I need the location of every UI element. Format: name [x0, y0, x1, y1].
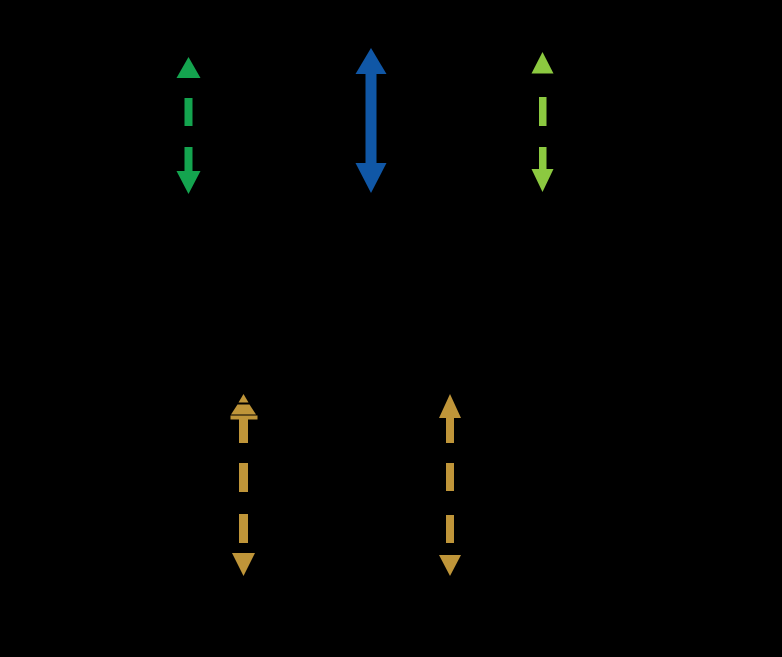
- gold-dashed-double-arrow-right-icon-triangle_up: [439, 394, 461, 418]
- dark-green-dashed-double-arrow-icon-rect: [184, 98, 193, 126]
- light-green-dashed-double-arrow-icon-rect: [539, 147, 547, 169]
- gold-dashed-double-arrow-right-icon-rect: [446, 463, 454, 491]
- gold-dashed-double-arrow-left-icon-trapezoid: [231, 404, 256, 415]
- gold-dashed-double-arrow-left-icon-rect: [239, 419, 248, 443]
- blue-solid-double-arrow-icon-rect: [365, 74, 377, 163]
- dark-green-dashed-double-arrow-icon-triangle_down: [176, 171, 201, 194]
- gold-dashed-double-arrow-left-icon: [230, 394, 258, 576]
- blue-solid-double-arrow-icon-triangle_up: [355, 48, 387, 74]
- dark-green-dashed-double-arrow-icon-triangle_up: [176, 57, 201, 78]
- dark-green-dashed-double-arrow-icon-rect: [184, 147, 193, 171]
- light-green-dashed-double-arrow-icon-triangle_up: [531, 52, 554, 74]
- gold-dashed-double-arrow-right-icon-rect: [446, 515, 454, 543]
- gold-dashed-double-arrow-left-icon-rect: [239, 514, 248, 543]
- gold-dashed-double-arrow-left-icon-triangle_up: [238, 394, 249, 403]
- light-green-dashed-double-arrow-icon-rect: [539, 97, 547, 126]
- blue-solid-double-arrow-icon-triangle_down: [355, 163, 387, 193]
- gold-dashed-double-arrow-right-icon: [439, 394, 461, 576]
- gold-dashed-double-arrow-left-icon-triangle_down: [232, 553, 255, 576]
- dark-green-dashed-double-arrow-icon: [176, 57, 201, 194]
- blue-solid-double-arrow-icon: [355, 48, 387, 193]
- gold-dashed-double-arrow-left-icon-rect: [230, 415, 258, 420]
- light-green-dashed-double-arrow-icon-triangle_down: [531, 169, 554, 192]
- light-green-dashed-double-arrow-icon: [531, 52, 554, 192]
- gold-dashed-double-arrow-right-icon-rect: [446, 418, 454, 443]
- gold-dashed-double-arrow-left-icon-rect: [239, 463, 248, 492]
- gold-dashed-double-arrow-right-icon-triangle_down: [439, 555, 461, 576]
